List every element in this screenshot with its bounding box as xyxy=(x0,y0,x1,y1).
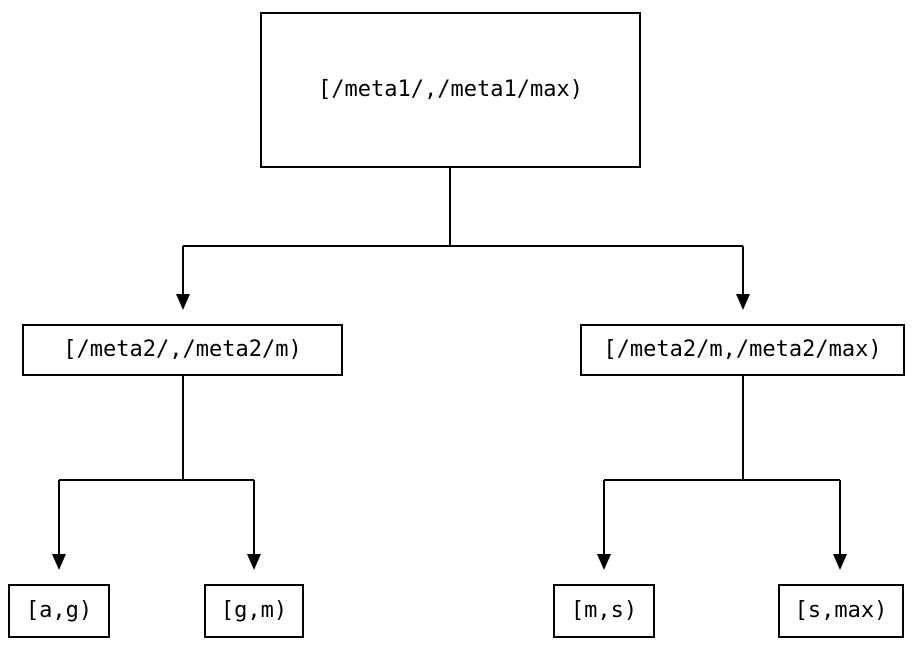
tree-node-meta2-low-label: [/meta2/,/meta2/m) xyxy=(63,337,302,362)
tree-leaf-smax: [s,max) xyxy=(778,584,904,638)
tree-leaf-ag: [a,g) xyxy=(8,584,110,638)
tree-leaf-gm-label: [g,m) xyxy=(220,598,288,623)
tree-node-meta2-high-label: [/meta2/m,/meta2/max) xyxy=(603,337,882,362)
tree-leaf-smax-label: [s,max) xyxy=(794,598,888,623)
arrowhead-icon xyxy=(52,554,66,570)
edge-right-children xyxy=(603,376,841,554)
tree-node-meta2-low: [/meta2/,/meta2/m) xyxy=(22,324,343,376)
arrowhead-icon xyxy=(176,294,190,310)
edge-root-children xyxy=(182,168,744,294)
tree-leaf-ag-label: [a,g) xyxy=(25,598,93,623)
tree-node-meta2-high: [/meta2/m,/meta2/max) xyxy=(580,324,905,376)
edge-left-children xyxy=(58,376,255,554)
arrowhead-icon xyxy=(597,554,611,570)
tree-leaf-ms: [m,s) xyxy=(553,584,655,638)
arrowhead-icon xyxy=(736,294,750,310)
arrowhead-icon xyxy=(833,554,847,570)
arrowhead-icon xyxy=(247,554,261,570)
tree-node-root: [/meta1/,/meta1/max) xyxy=(260,12,641,168)
tree-leaf-ms-label: [m,s) xyxy=(570,598,638,623)
tree-leaf-gm: [g,m) xyxy=(204,584,304,638)
tree-node-root-label: [/meta1/,/meta1/max) xyxy=(318,77,583,102)
